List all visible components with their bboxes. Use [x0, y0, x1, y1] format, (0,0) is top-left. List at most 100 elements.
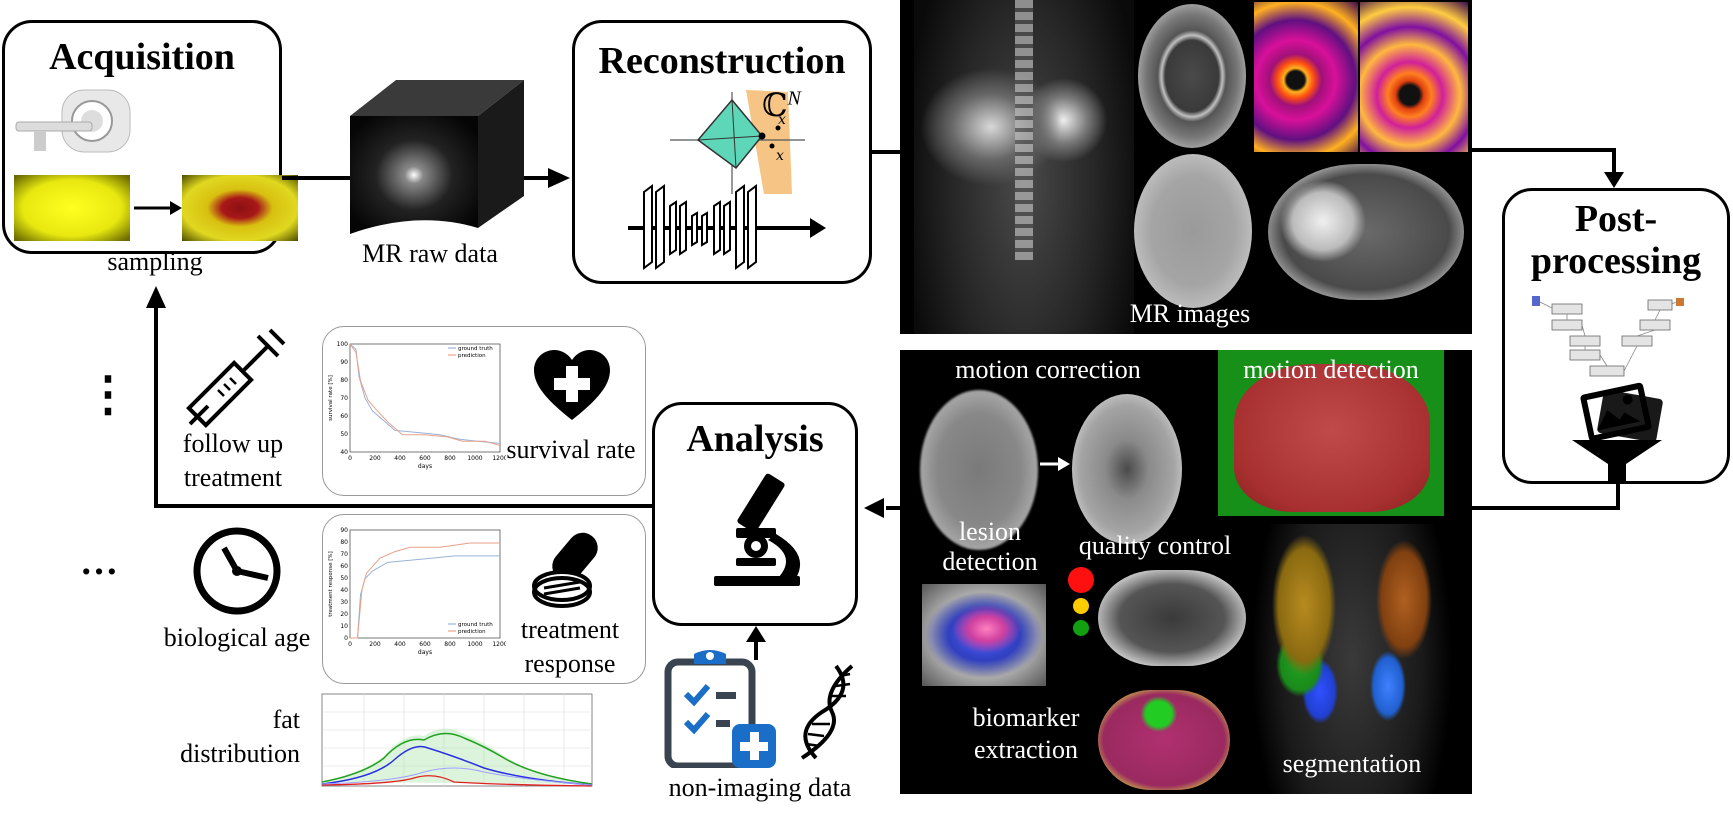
legend-label: prediction — [458, 353, 486, 359]
y-tick-label: 70 — [340, 395, 348, 402]
fat-label-2: distribution — [180, 739, 300, 768]
reconstruction-title: Reconstruction — [598, 40, 846, 82]
y-tick-label: 60 — [340, 413, 348, 420]
y-tick-label: 60 — [340, 563, 348, 570]
followup-label-1: follow up — [182, 429, 284, 458]
y-tick-label: 20 — [340, 611, 348, 618]
pill-icon — [532, 532, 598, 608]
motion-overlay — [1234, 364, 1430, 512]
y-tick-label: 30 — [340, 599, 348, 606]
sampling-pattern-undersampled — [182, 175, 298, 241]
tasks-panel: motion correction motion detection lesio… — [900, 350, 1472, 794]
y-tick-label: 90 — [340, 527, 348, 534]
complex-exponent: N — [787, 87, 801, 110]
survival-label: survival rate — [506, 435, 636, 464]
quality-control-image — [1098, 570, 1246, 666]
y-tick-label: 80 — [340, 377, 348, 384]
motion-correction-label: motion correction — [955, 355, 1141, 384]
convex-set-icon: x x — [670, 90, 805, 194]
sampling-label: sampling — [107, 247, 203, 276]
y-tick-label: 50 — [340, 431, 348, 438]
bioage-label: biological age — [163, 623, 311, 652]
y-tick-label: 0 — [344, 635, 348, 642]
treatment-label-2: response — [524, 649, 616, 678]
horizontal-ellipsis: … — [80, 541, 118, 583]
complex-space-label: ℂN — [762, 86, 801, 124]
quality-control-label: quality control — [1078, 531, 1232, 560]
x-tick-label: 400 — [394, 641, 406, 648]
lesion-detection-image — [922, 584, 1046, 686]
y-axis-label: treatment response [%] — [328, 551, 334, 617]
legend-label: ground truth — [458, 346, 493, 352]
acquisition-title: Acquisition — [49, 36, 235, 78]
raw-data-label: MR raw data — [362, 239, 498, 268]
clock-icon — [193, 527, 281, 615]
y-tick-label: 40 — [340, 587, 348, 594]
series-line — [350, 542, 500, 639]
biomarker-label-1: biomarker — [972, 703, 1080, 732]
microscope-icon — [714, 473, 801, 586]
motion-detection-label: motion detection — [1243, 355, 1419, 384]
postprocessing-title-2: processing — [1530, 240, 1702, 282]
clipboard-icon — [664, 650, 776, 768]
x-tick-label: 800 — [444, 641, 456, 648]
x-tick-label: 0 — [348, 641, 352, 648]
feedback-arrow — [146, 286, 652, 508]
raw-data-cube-icon — [350, 80, 524, 234]
y-tick-label: 80 — [340, 539, 348, 546]
segmentation-image — [1252, 524, 1452, 794]
y-tick-label: 70 — [340, 551, 348, 558]
biomarker-image — [1098, 690, 1230, 790]
mri-scanner-icon — [15, 89, 131, 153]
x-tick-label: 1200 — [492, 641, 506, 648]
axial-brain-t2-image — [1138, 4, 1246, 148]
motion-corrected-brain — [1072, 394, 1182, 544]
x-axis-label: days — [418, 649, 432, 656]
series-line — [349, 343, 501, 447]
x-tick-label: 0 — [348, 455, 352, 462]
legend-label: ground truth — [458, 622, 493, 628]
pipeline-graph-icon — [1532, 296, 1684, 377]
y-tick-label: 90 — [340, 359, 348, 366]
lesion-label-2: detection — [942, 547, 1038, 576]
var-x2: x — [776, 148, 784, 164]
cardiac-map-image-1 — [1254, 2, 1358, 152]
complex-symbol: ℂ — [762, 87, 788, 123]
non-imaging-label: non-imaging data — [668, 773, 852, 802]
traffic-light-icon — [1068, 567, 1094, 636]
segmentation-label: segmentation — [1282, 749, 1422, 778]
axial-abdomen-image — [1268, 164, 1464, 300]
plot-area — [349, 529, 501, 639]
legend-label: prediction — [458, 629, 486, 635]
y-tick-label: 100 — [337, 341, 349, 348]
flow-arrow — [746, 626, 766, 660]
var-x: x — [778, 112, 786, 128]
arrow-icon — [1040, 457, 1070, 471]
lesion-label-1: lesion — [958, 517, 1022, 546]
y-tick-label: 40 — [340, 449, 348, 456]
connector-line — [872, 150, 902, 154]
cardiac-map-image-2 — [1360, 2, 1468, 152]
fat-distribution-chart — [321, 693, 593, 787]
arrow-icon — [134, 201, 182, 215]
vertical-ellipsis: ⋮ — [84, 368, 132, 421]
y-tick-label: 10 — [340, 623, 348, 630]
x-tick-label: 1000 — [467, 641, 482, 648]
syringe-icon — [186, 328, 286, 428]
y-tick-label: 50 — [340, 575, 348, 582]
heart-plus-icon — [534, 350, 610, 420]
x-tick-label: 200 — [369, 641, 381, 648]
motion-detection-image — [1218, 350, 1444, 516]
axial-brain-t1-image — [1134, 154, 1252, 308]
x-tick-label: 200 — [369, 455, 381, 462]
series-line — [349, 343, 501, 444]
postprocessing-box: Post- processing — [1502, 188, 1730, 484]
treatment-label-1: treatment — [520, 615, 620, 644]
image-funnel-icon — [1572, 382, 1663, 482]
x-tick-label: 600 — [419, 455, 431, 462]
x-tick-label: 800 — [444, 455, 456, 462]
x-tick-label: 1200 — [492, 455, 506, 462]
postprocessing-title-1: Post- — [1574, 198, 1658, 240]
dna-icon — [800, 664, 854, 760]
